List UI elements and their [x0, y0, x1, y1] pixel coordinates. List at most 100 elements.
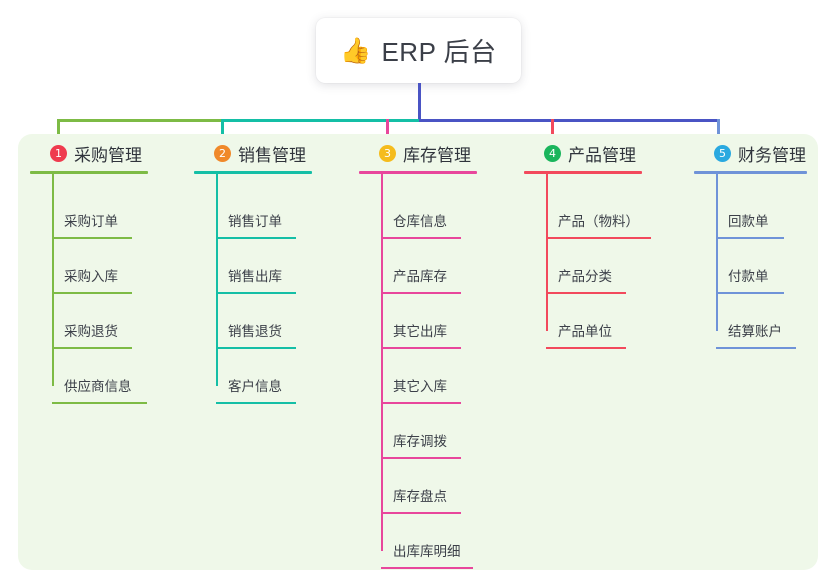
list-item[interactable]: 出库库明细	[359, 514, 477, 569]
branch-spine	[546, 174, 548, 331]
branch-title: 销售管理	[238, 145, 306, 165]
list-item-underline	[52, 347, 132, 349]
branch-column-4: 4 产品管理产品（物料）产品分类产品单位	[524, 140, 651, 349]
thumbs-up-icon: 👍	[340, 37, 372, 65]
bus-segment-2	[221, 119, 419, 122]
list-item[interactable]: 库存盘点	[359, 459, 477, 514]
branch-column-2: 2 销售管理销售订单销售出库销售退货客户信息	[194, 140, 312, 404]
branch-spine	[716, 174, 718, 331]
branch-header-2[interactable]: 2 销售管理	[194, 140, 312, 166]
list-item-label: 产品单位	[558, 324, 612, 339]
list-item-underline	[216, 402, 296, 404]
list-item-underline	[216, 347, 296, 349]
list-item-underline	[546, 347, 626, 349]
list-item-label: 产品库存	[393, 269, 447, 284]
list-item-underline	[381, 237, 461, 239]
list-item-underline	[716, 292, 784, 294]
list-item[interactable]: 产品（物料）	[524, 184, 651, 239]
list-item[interactable]: 采购订单	[30, 184, 148, 239]
branch-number-badge: 2	[214, 144, 231, 162]
branch-items: 采购订单采购入库采购退货供应商信息	[30, 174, 148, 404]
list-item-label: 仓库信息	[393, 214, 447, 229]
list-item-label: 采购入库	[64, 269, 118, 284]
list-item-label: 销售退货	[228, 324, 282, 339]
branch-number-badge: 4	[544, 144, 561, 162]
list-item-underline	[52, 237, 132, 239]
list-item[interactable]: 采购入库	[30, 239, 148, 294]
branch-title: 采购管理	[74, 145, 142, 165]
branch-header-1[interactable]: 1 采购管理	[30, 140, 148, 166]
list-item-label: 库存调拨	[393, 434, 447, 449]
list-item-label: 供应商信息	[64, 379, 132, 394]
list-item-underline	[381, 402, 461, 404]
list-item-label: 库存盘点	[393, 489, 447, 504]
list-item[interactable]: 产品单位	[524, 294, 642, 349]
branch-items: 回款单付款单结算账户	[694, 174, 807, 349]
list-item-underline	[546, 237, 651, 239]
list-item-underline	[716, 347, 796, 349]
branch-items: 销售订单销售出库销售退货客户信息	[194, 174, 312, 404]
list-item-label: 回款单	[728, 214, 769, 229]
branch-header-4[interactable]: 4 产品管理	[524, 140, 642, 166]
list-item[interactable]: 销售出库	[194, 239, 312, 294]
diagram-panel	[18, 134, 818, 570]
branch-title: 财务管理	[738, 145, 806, 165]
list-item-underline	[716, 237, 784, 239]
list-item-label: 付款单	[728, 269, 769, 284]
branch-spine	[216, 174, 218, 386]
list-item-underline	[381, 457, 461, 459]
branch-number-badge: 3	[379, 144, 396, 162]
list-item-underline	[52, 402, 147, 404]
branch-underline	[359, 171, 477, 174]
list-item-underline	[381, 292, 461, 294]
list-item[interactable]: 付款单	[694, 239, 807, 294]
branch-header-5[interactable]: 5 财务管理	[694, 140, 807, 166]
branch-underline	[194, 171, 312, 174]
list-item-label: 客户信息	[228, 379, 282, 394]
bus-segment-1	[57, 119, 221, 122]
list-item-label: 采购退货	[64, 324, 118, 339]
branch-underline	[30, 171, 148, 174]
branch-title: 库存管理	[403, 145, 471, 165]
list-item[interactable]: 销售退货	[194, 294, 312, 349]
branch-column-1: 1 采购管理采购订单采购入库采购退货供应商信息	[30, 140, 148, 404]
list-item[interactable]: 库存调拨	[359, 404, 477, 459]
branch-items: 产品（物料）产品分类产品单位	[524, 174, 651, 349]
list-item-label: 销售出库	[228, 269, 282, 284]
list-item-label: 其它入库	[393, 379, 447, 394]
list-item-label: 结算账户	[728, 324, 782, 339]
branch-header-3[interactable]: 3 库存管理	[359, 140, 477, 166]
list-item-label: 采购订单	[64, 214, 118, 229]
list-item-underline	[546, 292, 626, 294]
bus-segment-3	[419, 119, 717, 122]
list-item[interactable]: 回款单	[694, 184, 807, 239]
list-item[interactable]: 销售订单	[194, 184, 312, 239]
list-item-label: 其它出库	[393, 324, 447, 339]
branch-title: 产品管理	[568, 145, 636, 165]
list-item-underline	[216, 292, 296, 294]
root-node[interactable]: 👍 ERP 后台	[316, 18, 521, 83]
list-item-label: 出库库明细	[393, 544, 461, 559]
list-item[interactable]: 仓库信息	[359, 184, 477, 239]
branch-spine	[381, 174, 383, 551]
list-item-underline	[52, 292, 132, 294]
branch-column-5: 5 财务管理回款单付款单结算账户	[694, 140, 807, 349]
branch-underline	[524, 171, 642, 174]
list-item[interactable]: 采购退货	[30, 294, 148, 349]
branch-number-badge: 1	[50, 144, 67, 162]
branch-items: 仓库信息产品库存其它出库其它入库库存调拨库存盘点出库库明细	[359, 174, 477, 569]
list-item[interactable]: 其它入库	[359, 349, 477, 404]
branch-spine	[52, 174, 54, 386]
list-item-underline	[381, 567, 473, 569]
list-item[interactable]: 其它出库	[359, 294, 477, 349]
list-item[interactable]: 供应商信息	[30, 349, 148, 404]
list-item-label: 销售订单	[228, 214, 282, 229]
list-item[interactable]: 产品分类	[524, 239, 642, 294]
list-item[interactable]: 产品库存	[359, 239, 477, 294]
branch-underline	[694, 171, 807, 174]
root-title: ERP 后台	[381, 37, 497, 67]
list-item[interactable]: 客户信息	[194, 349, 312, 404]
list-item[interactable]: 结算账户	[694, 294, 807, 349]
branch-number-badge: 5	[714, 144, 731, 162]
root-stem-connector	[418, 83, 421, 119]
